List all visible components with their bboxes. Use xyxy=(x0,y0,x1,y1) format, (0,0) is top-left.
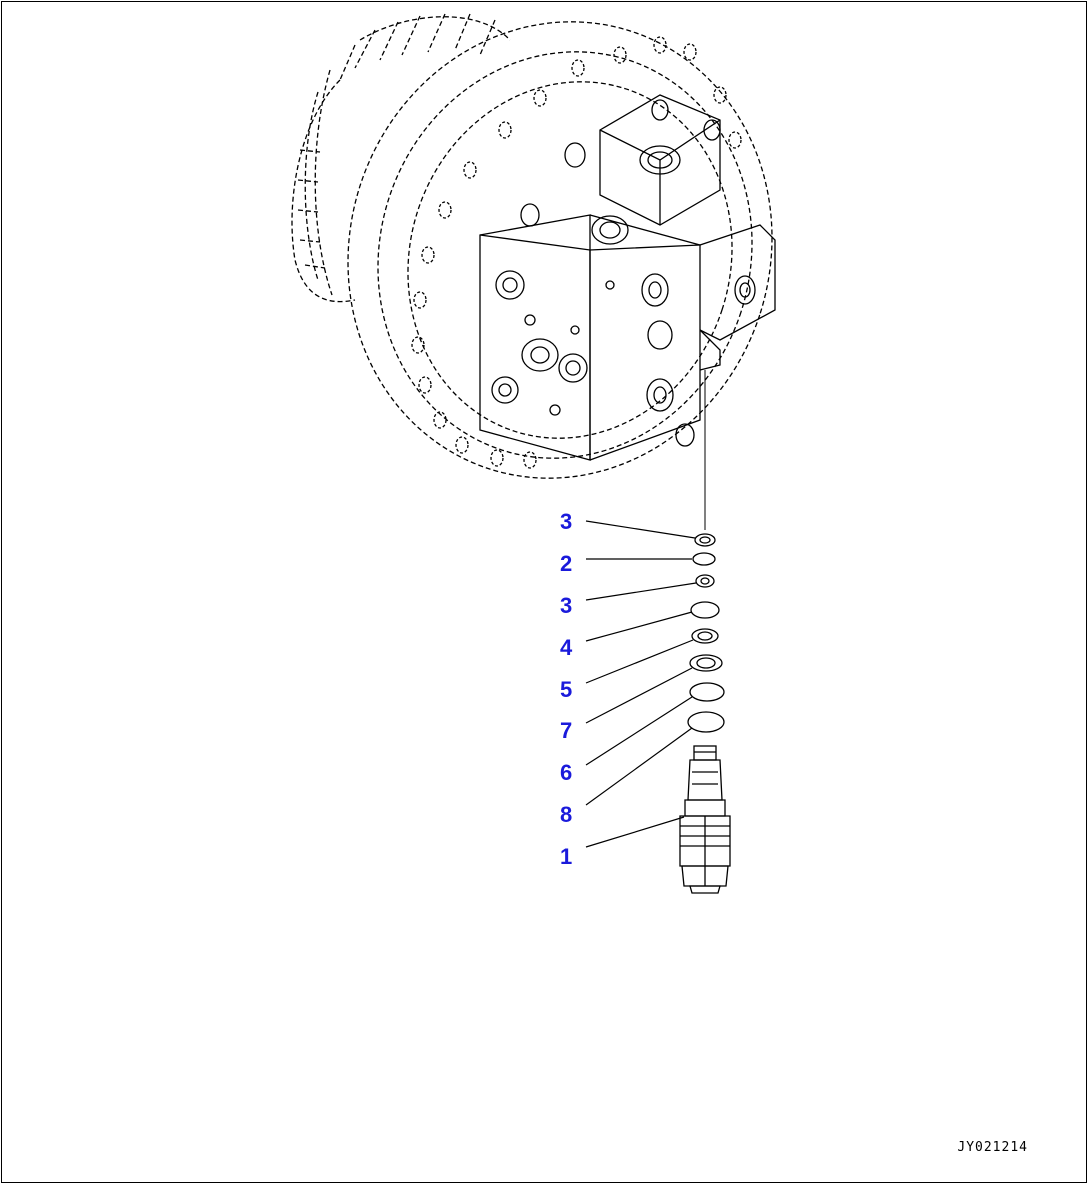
part-7 xyxy=(689,654,723,672)
part-5 xyxy=(691,628,719,644)
flange-bolt-holes xyxy=(411,36,742,469)
part-3-lower xyxy=(695,574,715,588)
callout-1[interactable]: 1 xyxy=(560,844,573,869)
callout-2[interactable]: 2 xyxy=(560,551,573,576)
valve-block xyxy=(479,94,776,461)
callout-3-upper[interactable]: 3 xyxy=(560,509,573,534)
relief-valve-cartridge xyxy=(679,745,731,894)
callout-3-lower[interactable]: 3 xyxy=(560,593,573,618)
exploded-parts xyxy=(687,533,725,733)
travel-motor-housing xyxy=(291,13,773,479)
callout-8[interactable]: 8 xyxy=(560,802,573,827)
part-6 xyxy=(689,682,725,702)
callout-6[interactable]: 6 xyxy=(560,760,573,785)
part-4 xyxy=(690,601,720,619)
callout-7[interactable]: 7 xyxy=(560,718,573,743)
callout-4[interactable]: 4 xyxy=(560,635,573,660)
leader-lines xyxy=(585,520,697,848)
figure-code-label: JY021214 xyxy=(957,1140,1028,1155)
part-3-upper xyxy=(694,533,716,547)
callout-5[interactable]: 5 xyxy=(560,677,573,702)
part-2 xyxy=(692,552,716,566)
part-8 xyxy=(687,711,725,733)
